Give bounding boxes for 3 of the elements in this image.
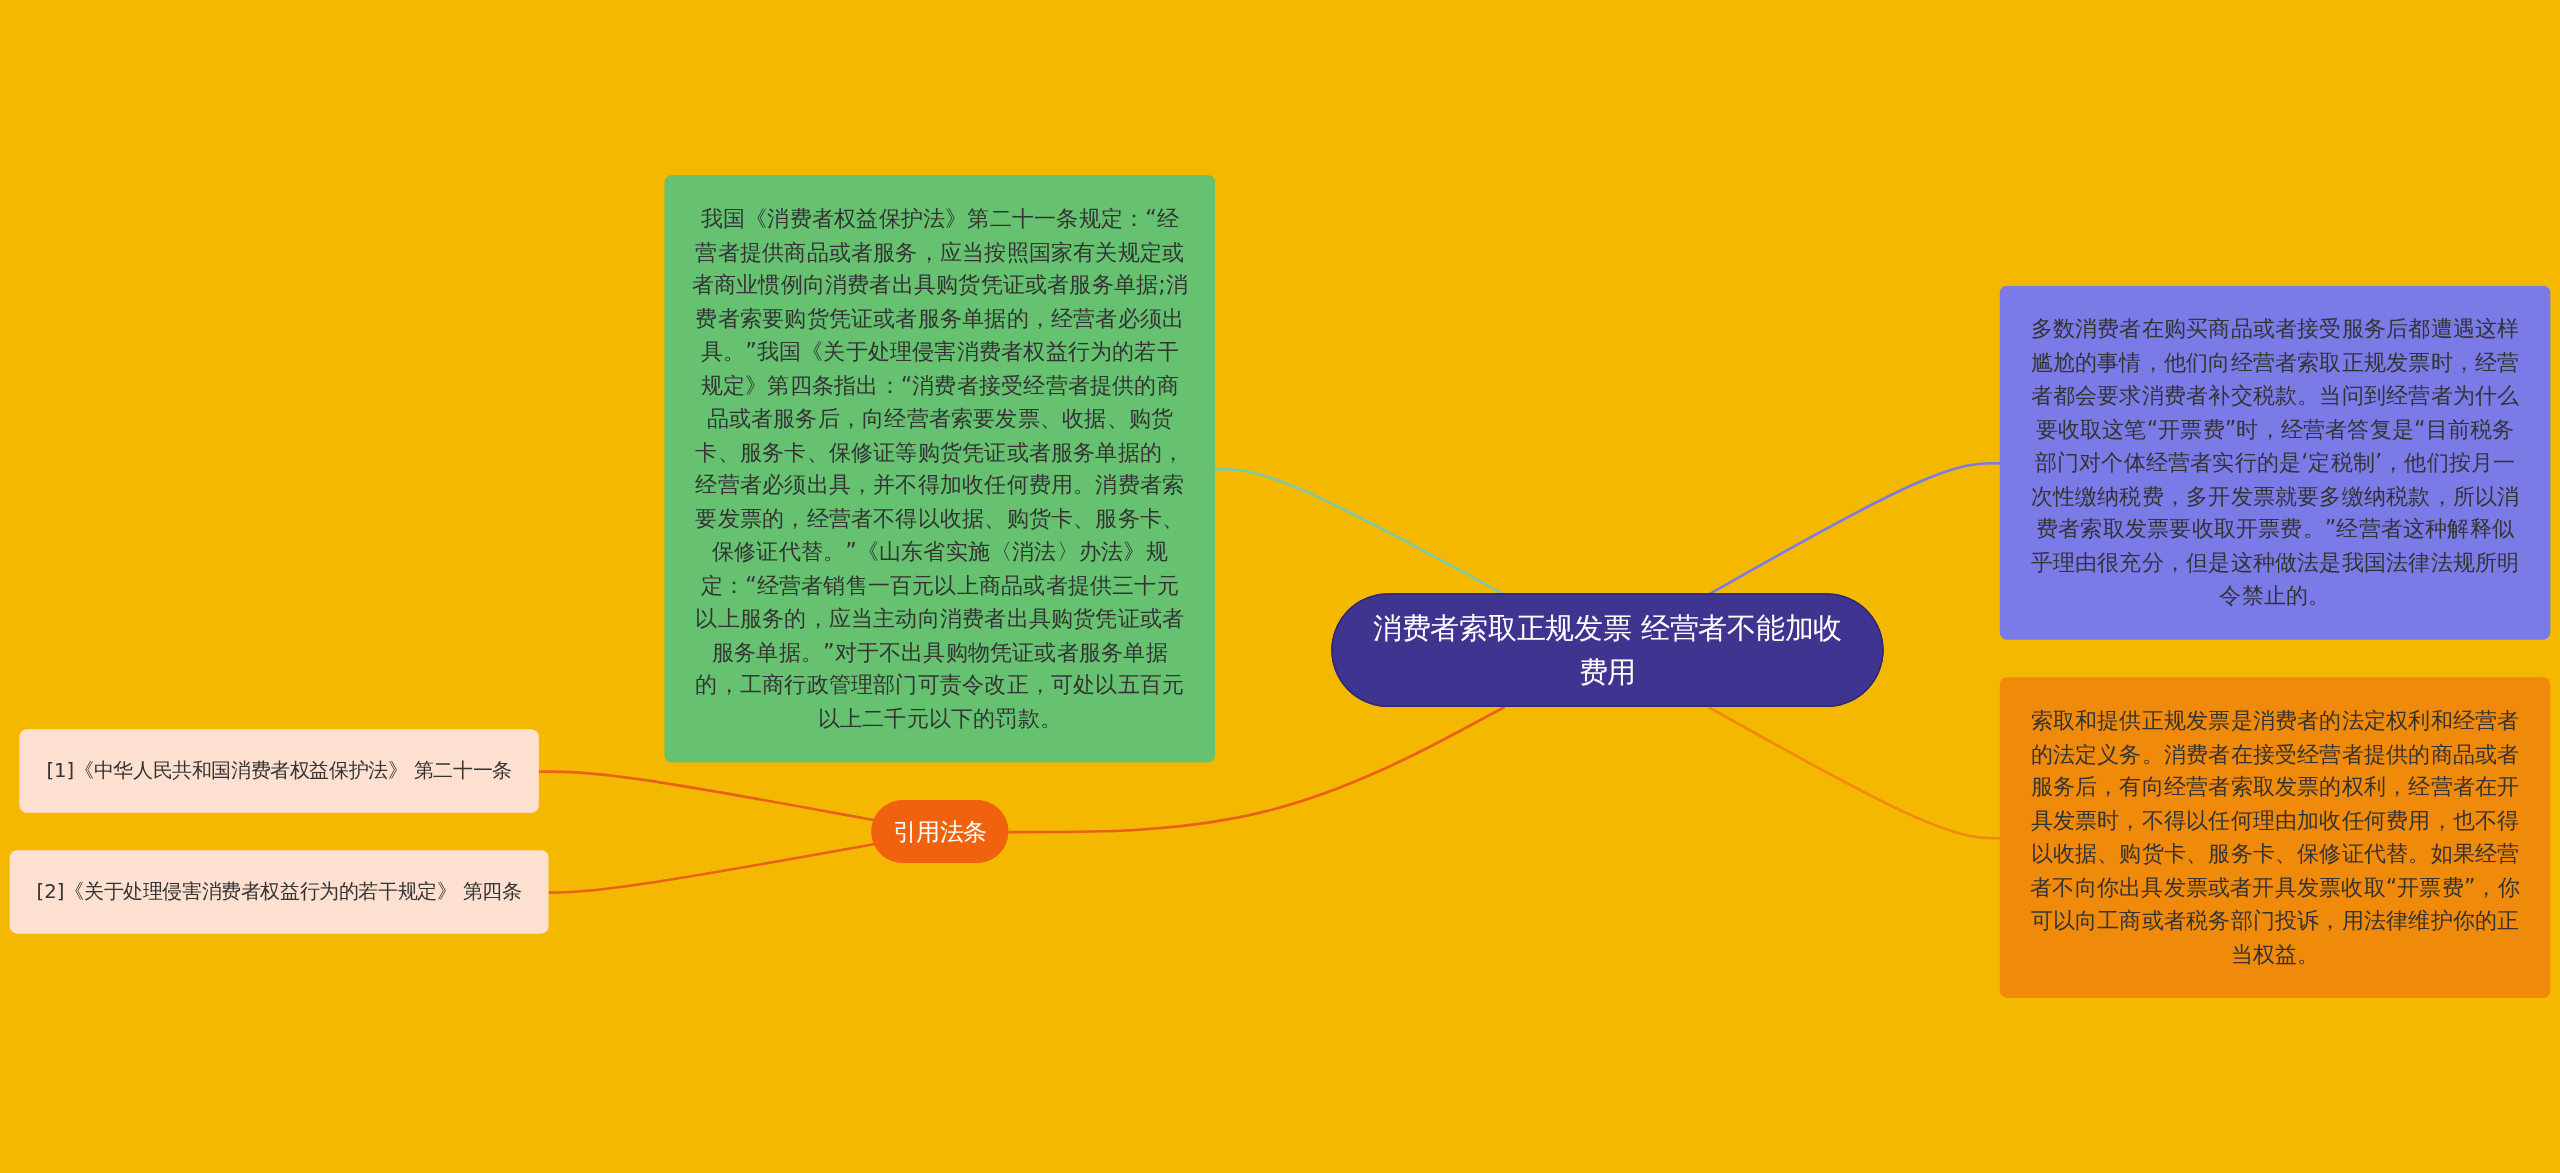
connector xyxy=(548,842,876,894)
connector xyxy=(538,770,876,822)
connector xyxy=(1008,705,1506,834)
